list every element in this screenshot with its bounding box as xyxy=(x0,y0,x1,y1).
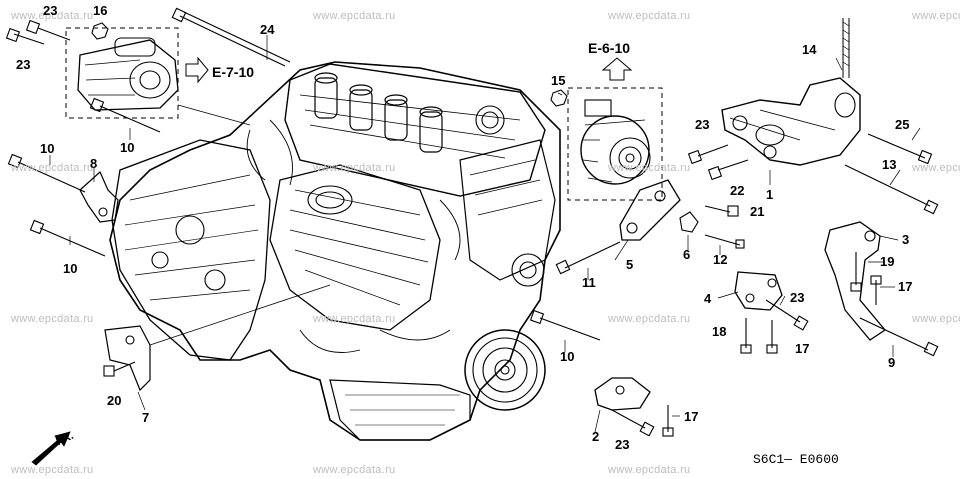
callout-10[interactable]: 10 xyxy=(40,141,55,156)
callout-13[interactable]: 13 xyxy=(882,157,897,172)
starter-motor xyxy=(65,27,251,126)
callout-17[interactable]: 17 xyxy=(684,409,699,424)
front-arrow-icon xyxy=(31,431,71,466)
callout-14[interactable]: 14 xyxy=(802,42,817,57)
callout-1[interactable]: 1 xyxy=(766,187,774,202)
callout-25[interactable]: 25 xyxy=(895,117,910,132)
bracket-8 xyxy=(79,171,119,223)
watermark: www.epcdata.ru xyxy=(11,162,94,174)
callout-16[interactable]: 16 xyxy=(93,3,108,18)
arrow-up-icon xyxy=(601,57,633,81)
bracket-2 xyxy=(594,377,651,411)
callout-24[interactable]: 24 xyxy=(260,22,275,37)
bracket-7 xyxy=(104,325,151,392)
leader-lines xyxy=(49,35,921,433)
diagram-code: S6C1— E0600 xyxy=(753,452,839,467)
watermark: www.epcdata.ru xyxy=(11,464,94,476)
callout-18[interactable]: 18 xyxy=(712,324,727,339)
engine-mount-1 xyxy=(721,77,861,166)
watermark: www.epcdata.ru xyxy=(608,162,691,174)
callout-17[interactable]: 17 xyxy=(898,279,913,294)
callout-7[interactable]: 7 xyxy=(142,410,150,425)
callout-6[interactable]: 6 xyxy=(683,247,691,262)
callout-22[interactable]: 22 xyxy=(730,183,745,198)
callout-23[interactable]: 23 xyxy=(16,57,31,72)
callout-10[interactable]: 10 xyxy=(63,261,78,276)
watermark: www.epcdata.ru xyxy=(912,313,960,325)
callout-23[interactable]: 23 xyxy=(695,117,710,132)
watermark: www.epcdata.ru xyxy=(11,10,94,22)
watermark: www.epcdata.ru xyxy=(313,464,396,476)
callout-23[interactable]: 23 xyxy=(43,3,58,18)
bracket-5 xyxy=(619,179,681,241)
ref-starter-link[interactable]: E-7-10 xyxy=(212,64,255,80)
watermark: www.epcdata.ru xyxy=(608,313,691,325)
arrow-right-icon xyxy=(185,56,209,84)
watermark: www.epcdata.ru xyxy=(912,162,960,174)
callout-3[interactable]: 3 xyxy=(902,232,910,247)
bracket-4 xyxy=(734,271,783,311)
callout-9[interactable]: 9 xyxy=(888,355,896,370)
callout-10[interactable]: 10 xyxy=(120,140,135,155)
alternator xyxy=(567,87,663,201)
watermark: www.epcdata.ru xyxy=(11,313,94,325)
callout-23[interactable]: 23 xyxy=(790,290,805,305)
callout-10[interactable]: 10 xyxy=(560,349,575,364)
callout-2[interactable]: 2 xyxy=(592,429,600,444)
bracket-3 xyxy=(824,221,886,341)
callout-12[interactable]: 12 xyxy=(713,252,728,267)
callout-11[interactable]: 11 xyxy=(582,275,596,290)
callout-5[interactable]: 5 xyxy=(626,257,634,272)
watermark: www.epcdata.ru xyxy=(608,10,691,22)
watermark: www.epcdata.ru xyxy=(912,10,960,22)
watermark: www.epcdata.ru xyxy=(313,10,396,22)
callout-4[interactable]: 4 xyxy=(704,291,712,306)
callout-20[interactable]: 20 xyxy=(107,393,122,408)
watermark: www.epcdata.ru xyxy=(608,464,691,476)
callout-19[interactable]: 19 xyxy=(880,254,895,269)
watermark: www.epcdata.ru xyxy=(313,313,396,325)
callout-21[interactable]: 21 xyxy=(750,204,765,219)
watermark: www.epcdata.ru xyxy=(313,162,396,174)
callout-8[interactable]: 8 xyxy=(90,156,98,171)
engine-block xyxy=(109,61,561,441)
callout-17[interactable]: 17 xyxy=(795,341,810,356)
bolts xyxy=(5,7,939,437)
callout-15[interactable]: 15 xyxy=(551,73,566,88)
bracket-6 xyxy=(679,211,699,233)
callout-23[interactable]: 23 xyxy=(615,437,630,452)
ref-alternator-link[interactable]: E-6-10 xyxy=(588,40,631,56)
